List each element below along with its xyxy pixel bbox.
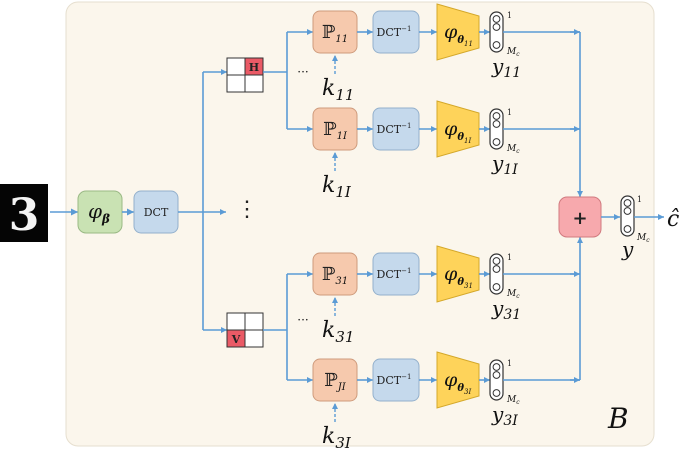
y-label: y31 — [491, 296, 521, 323]
top-ellipsis: ··· — [297, 65, 308, 79]
phi-theta-network: φθ1I — [436, 100, 480, 158]
svg-text:1: 1 — [507, 253, 512, 262]
projection-block: ℙJI — [312, 358, 358, 402]
model-frame — [65, 1, 655, 447]
svg-text:DCT−1: DCT−1 — [377, 373, 412, 387]
svg-text:φθ3I: φθ3I — [444, 369, 471, 396]
svg-text:φθ11: φθ11 — [444, 21, 473, 48]
svg-text:DCT: DCT — [144, 206, 169, 219]
idct-block: DCT−1 — [372, 252, 420, 296]
svg-text:Mc: Mc — [506, 47, 520, 58]
y-label: y3I — [491, 402, 518, 429]
svg-text:V: V — [231, 333, 241, 346]
idct-block: DCT−1 — [372, 358, 420, 402]
input-digit-image: 3 — [0, 184, 48, 242]
phi-theta-network: φθ11 — [436, 3, 480, 61]
h-subband-grid: H — [226, 57, 264, 93]
idct-block: DCT−1 — [372, 107, 420, 151]
vertical-ellipsis: ⋮ — [236, 197, 258, 222]
svg-text:Mc: Mc — [636, 233, 650, 244]
idct-block: DCT−1 — [372, 10, 420, 54]
svg-text:Mc: Mc — [506, 144, 520, 155]
phi-theta-network: φθ31 — [436, 245, 480, 303]
projection-block: ℙ11 — [312, 10, 358, 54]
frame-label: B — [607, 402, 629, 435]
svg-text:φθ1I: φθ1I — [444, 118, 471, 145]
bottom-ellipsis: ··· — [297, 313, 308, 327]
branch-output-vector: 1Mc — [489, 108, 520, 155]
k-label: k1I — [322, 173, 352, 201]
svg-text:H: H — [249, 61, 259, 74]
svg-text:y: y — [621, 237, 634, 261]
svg-text:ℙJI: ℙJI — [324, 370, 347, 393]
svg-text:ℙ31: ℙ31 — [322, 264, 348, 287]
k-label: k3I — [322, 424, 352, 450]
branch-output-vector: 1Mc — [489, 359, 520, 406]
v-subband-grid: V — [226, 312, 264, 348]
projection-block: ℙ31 — [312, 252, 358, 296]
sum-block: + — [558, 196, 602, 238]
svg-text:φβ: φβ — [88, 199, 110, 226]
branch-output-vector: 1Mc — [489, 11, 520, 58]
k-label: k11 — [322, 76, 354, 104]
phi-theta-network: φθ3I — [436, 351, 480, 409]
projection-block: ℙ1I — [312, 107, 358, 151]
k-label: k31 — [322, 318, 354, 346]
svg-text:1: 1 — [507, 11, 512, 20]
y-label: y11 — [491, 54, 521, 81]
svg-text:Mc: Mc — [506, 289, 520, 300]
svg-text:3: 3 — [9, 190, 40, 241]
svg-text:1: 1 — [637, 195, 642, 204]
branch-output-vector: 1Mc — [489, 253, 520, 300]
svg-text:1: 1 — [507, 108, 512, 117]
svg-text:φθ31: φθ31 — [444, 263, 473, 290]
svg-text:DCT−1: DCT−1 — [377, 267, 412, 281]
svg-text:+: + — [572, 208, 587, 229]
svg-text:DCT−1: DCT−1 — [377, 122, 412, 136]
dct-block: DCT — [133, 190, 179, 234]
svg-text:ℙ1I: ℙ1I — [323, 119, 348, 142]
svg-text:1: 1 — [507, 359, 512, 368]
svg-text:DCT−1: DCT−1 — [377, 25, 412, 39]
svg-text:ℙ11: ℙ11 — [322, 22, 348, 45]
y-label: y1I — [491, 151, 518, 178]
svg-text:Mc: Mc — [506, 395, 520, 406]
output-c-hat: ĉ — [667, 207, 679, 232]
output-vector: 1 Mc y — [620, 195, 650, 261]
phi-beta-block: φβ — [77, 190, 123, 234]
